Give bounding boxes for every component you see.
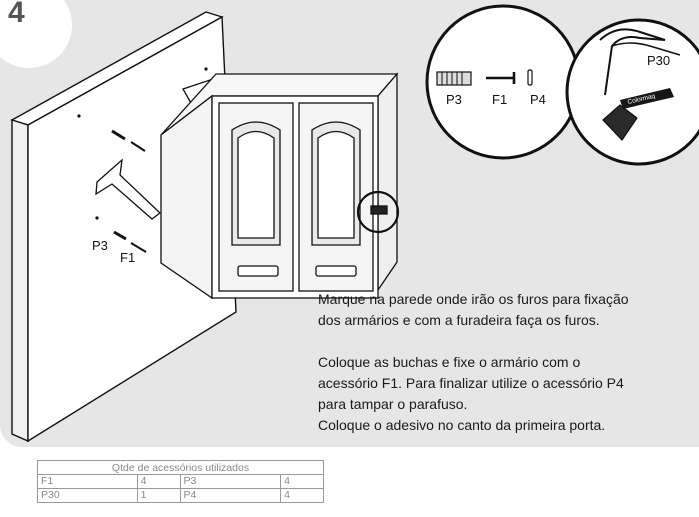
table-cell: P30 <box>37 488 138 503</box>
sticker-zoom-callout: Colormaq P30 <box>565 18 699 166</box>
table-cell: 4 <box>280 474 324 489</box>
instruction-line: Coloque as buchas e fixe o armário com o <box>318 354 581 370</box>
table-cell: 4 <box>136 474 181 489</box>
sticker-highlight-circle <box>356 190 400 234</box>
table-cell: P4 <box>179 488 282 503</box>
accessory-table-title: Qtde de acessórios utilizados <box>37 460 324 475</box>
callout-label-p30: P30 <box>647 53 670 68</box>
step-number: 4 <box>8 0 25 29</box>
instruction-line: acessório F1. Para finalizar utilize o a… <box>318 375 624 391</box>
table-cell: 1 <box>136 488 181 503</box>
cabinet-drawing <box>160 72 399 300</box>
callout-label-p3: P3 <box>446 92 462 107</box>
wall-label-p3: P3 <box>92 238 108 253</box>
table-cell: 4 <box>280 488 324 503</box>
callout-label-f1: F1 <box>492 92 507 107</box>
instruction-line: para tampar o parafuso. <box>318 396 468 412</box>
callout-label-p4: P4 <box>530 92 546 107</box>
instruction-line: Marque na parede onde irão os furos para… <box>318 291 629 307</box>
instruction-line: Coloque o adesivo no canto da primeira p… <box>318 417 606 433</box>
step-badge: 4 <box>0 0 72 68</box>
table-row: F1 4 P3 4 <box>37 474 324 489</box>
table-row: P30 1 P4 4 <box>37 488 324 503</box>
instruction-panel: 4 <box>0 0 699 447</box>
instruction-text: Marque na parede onde irão os furos para… <box>318 289 693 436</box>
wall-label-f1: F1 <box>120 250 135 265</box>
table-cell: F1 <box>37 474 138 489</box>
accessory-table: Qtde de acessórios utilizados F1 4 P3 4 … <box>37 460 324 503</box>
table-cell: P3 <box>179 474 282 489</box>
fastener-zoom-callout: P3 F1 P4 <box>425 4 581 160</box>
assembly-illustration: P3 F1 P4 Colormaq P30 P3 F1 <box>10 4 699 443</box>
instruction-line: dos armários e com a furadeira faça os f… <box>318 312 600 328</box>
